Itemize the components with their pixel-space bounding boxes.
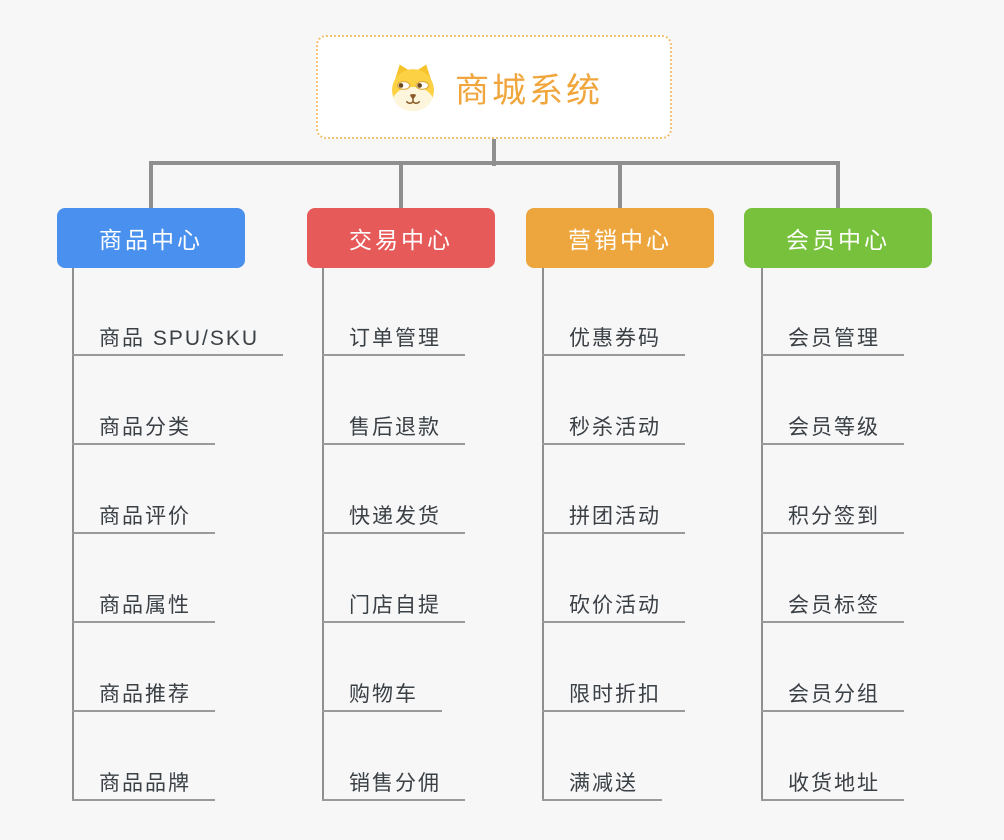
branch-node-product-center[interactable]: 商品中心 bbox=[57, 208, 245, 268]
child-topic[interactable]: 销售分佣 bbox=[322, 771, 465, 801]
child-topic[interactable]: 商品评价 bbox=[72, 504, 215, 534]
child-topic[interactable]: 限时折扣 bbox=[542, 682, 685, 712]
child-topic[interactable]: 会员管理 bbox=[761, 326, 904, 356]
branch-node-marketing-center[interactable]: 营销中心 bbox=[526, 208, 714, 268]
child-topic[interactable]: 砍价活动 bbox=[542, 593, 685, 623]
child-topic[interactable]: 商品品牌 bbox=[72, 771, 215, 801]
child-topic[interactable]: 商品属性 bbox=[72, 593, 215, 623]
child-topic[interactable]: 购物车 bbox=[322, 682, 442, 712]
connector-bus bbox=[149, 161, 840, 165]
child-topic[interactable]: 商品分类 bbox=[72, 415, 215, 445]
branch-node-member-center[interactable]: 会员中心 bbox=[744, 208, 932, 268]
connector-drop bbox=[618, 161, 622, 208]
child-topic[interactable]: 快递发货 bbox=[322, 504, 465, 534]
child-topic[interactable]: 满减送 bbox=[542, 771, 662, 801]
child-topic[interactable]: 订单管理 bbox=[322, 326, 465, 356]
child-topic[interactable]: 售后退款 bbox=[322, 415, 465, 445]
child-topic[interactable]: 门店自提 bbox=[322, 593, 465, 623]
child-topic[interactable]: 优惠券码 bbox=[542, 326, 685, 356]
child-topic[interactable]: 会员等级 bbox=[761, 415, 904, 445]
branch-node-trade-center[interactable]: 交易中心 bbox=[307, 208, 495, 268]
connector-drop bbox=[836, 161, 840, 208]
child-topic[interactable]: 秒杀活动 bbox=[542, 415, 685, 445]
child-topic[interactable]: 拼团活动 bbox=[542, 504, 685, 534]
root-title: 商城系统 bbox=[455, 71, 603, 110]
connector-drop bbox=[149, 161, 153, 208]
child-topic[interactable]: 商品 SPU/SKU bbox=[72, 326, 284, 356]
connector-drop bbox=[399, 161, 403, 208]
root-node[interactable]: 商城系统 bbox=[316, 35, 672, 139]
child-topic[interactable]: 商品推荐 bbox=[72, 682, 215, 712]
child-topic[interactable]: 会员分组 bbox=[761, 682, 904, 712]
child-topic[interactable]: 会员标签 bbox=[761, 593, 904, 623]
child-topic[interactable]: 积分签到 bbox=[761, 504, 904, 534]
connector-root-stem bbox=[492, 139, 496, 166]
doge-icon bbox=[385, 59, 441, 115]
child-topic[interactable]: 收货地址 bbox=[761, 771, 904, 801]
